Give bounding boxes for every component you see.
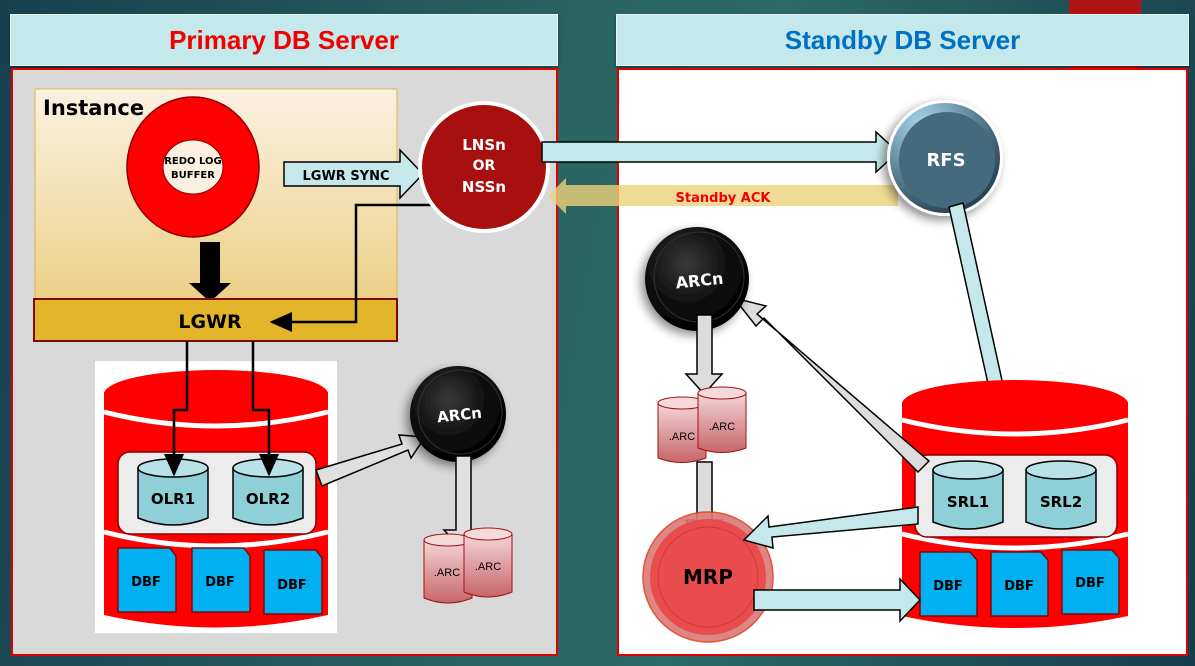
olr1-label: OLR1 <box>151 490 195 508</box>
arc-label: .ARC <box>669 431 695 443</box>
mrp-process: MRP <box>642 511 774 643</box>
standby-redo-log-2: SRL2 <box>1025 460 1097 530</box>
standby-datafile-2: DBF <box>990 551 1049 617</box>
primary-archive-file-1: .ARC <box>423 533 473 604</box>
standby-datafile-3: DBF <box>1061 549 1120 615</box>
lnsn-nssn-process: LNSn OR NSSn <box>418 101 550 233</box>
olr-to-arcn-arrow <box>315 434 427 487</box>
rfs-process: RFS <box>887 100 1003 216</box>
standby-datafile-1: DBF <box>919 551 978 617</box>
dbf-label: DBF <box>1004 579 1034 594</box>
standby-redo-log-1: SRL1 <box>932 460 1004 530</box>
arcn-to-archive-arrow-standby <box>684 314 724 396</box>
srl2-label: SRL2 <box>1040 493 1082 511</box>
lgwr-process: LGWR <box>33 298 398 342</box>
standby-server-header: Standby DB Server <box>616 14 1189 66</box>
primary-datafile-3: DBF <box>263 549 323 615</box>
primary-arcn-label: ARCn <box>436 404 482 427</box>
primary-datafile-2: DBF <box>191 547 251 613</box>
dbf-label: DBF <box>277 578 307 593</box>
srl-to-mrp-arrow <box>742 506 919 550</box>
lgwr-to-olr1-line <box>164 341 189 477</box>
transport-label-line1: LNSn <box>462 136 506 154</box>
arc-label: .ARC <box>709 421 735 433</box>
primary-datafile-1: DBF <box>117 547 177 613</box>
lgwr-to-olr2-line <box>251 341 279 477</box>
mrp-to-dbf-arrow <box>753 577 922 623</box>
redo-buffer-line2: BUFFER <box>171 170 215 181</box>
transport-label-line2: OR <box>473 158 496 174</box>
dbf-label: DBF <box>933 579 963 594</box>
redo-transport-arrow <box>541 130 900 174</box>
dbf-label: DBF <box>1075 576 1105 591</box>
rfs-label: RFS <box>926 150 965 171</box>
primary-server-header: Primary DB Server <box>10 14 558 66</box>
primary-archive-file-2: .ARC <box>463 527 513 598</box>
standby-ack-arrow: Standby ACK <box>548 178 898 214</box>
srl-to-arcn-arrow <box>732 296 931 474</box>
lgwr-sync-label: LGWR SYNC <box>302 169 389 184</box>
primary-arcn-process: ARCn <box>410 366 506 462</box>
lgwr-label: LGWR <box>178 311 242 333</box>
transport-label-line3: NSSn <box>462 178 506 196</box>
redo-log-buffer: REDO LOG BUFFER <box>126 96 260 238</box>
arc-label: .ARC <box>434 567 460 579</box>
standby-arcn-process: ARCn <box>645 227 749 331</box>
srl1-label: SRL1 <box>947 493 989 511</box>
dbf-label: DBF <box>131 575 161 590</box>
redo-buffer-line1: REDO LOG <box>164 156 222 167</box>
dbf-label: DBF <box>205 575 235 590</box>
ack-to-lgwr-line <box>269 203 444 332</box>
standby-ack-label: Standby ACK <box>676 191 772 206</box>
standby-arcn-label: ARCn <box>675 269 725 293</box>
lgwr-sync-arrow: LGWR SYNC <box>283 148 425 200</box>
redo-to-lgwr-arrow <box>189 242 231 302</box>
standby-archive-file-1: .ARC <box>657 396 707 463</box>
standby-archive-file-2: .ARC <box>697 386 747 453</box>
mrp-label: MRP <box>683 565 733 589</box>
arc-label: .ARC <box>475 561 501 573</box>
instance-label: Instance <box>43 96 144 120</box>
olr2-label: OLR2 <box>246 490 290 508</box>
